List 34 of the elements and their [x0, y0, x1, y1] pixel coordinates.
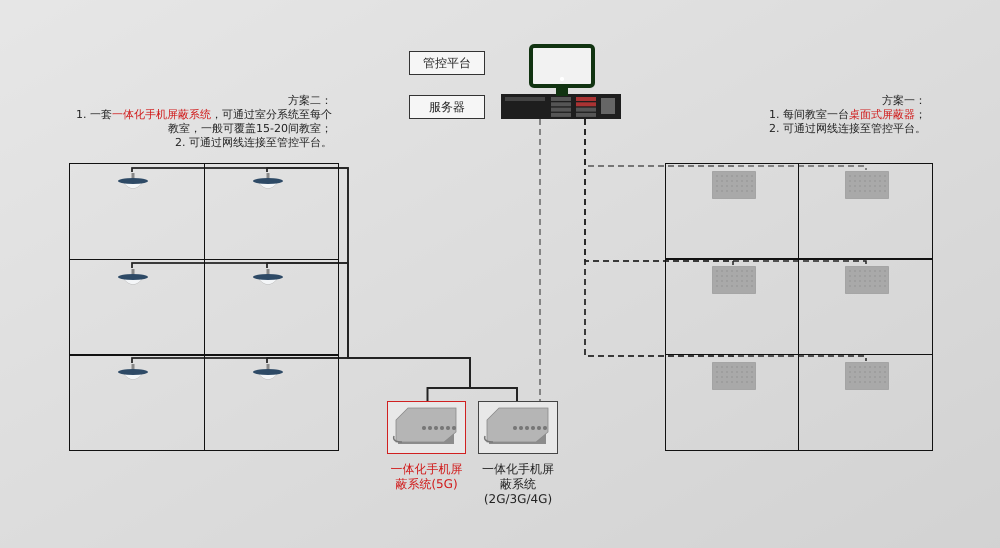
device-caption: 一体化手机屏蔽系统(2G/3G/4G): [481, 462, 555, 507]
desktop-jammer-drawing: [712, 171, 756, 199]
classroom-box: [69, 259, 205, 356]
device-caption: 一体化手机屏蔽系统(5G): [390, 462, 464, 492]
classroom-box: [798, 163, 933, 260]
classroom-box: [665, 354, 799, 451]
classroom-box: [204, 354, 339, 451]
cable-line: [266, 357, 518, 401]
plan-note: 1. 一套一体化手机屏蔽系统，可通过室分系统至每个教室，一般可覆盖15-20间教室；: [75, 108, 332, 136]
plan-heading: 方案二：: [287, 94, 332, 108]
label-box: 管控平台: [409, 51, 485, 75]
cable-line: [539, 119, 541, 401]
classroom-box: [204, 259, 339, 356]
classroom-box: [69, 354, 205, 451]
desktop-jammer-drawing: [845, 171, 889, 199]
classroom-box: [798, 258, 933, 355]
desktop-jammer-drawing: [845, 362, 889, 390]
classroom-box: [69, 163, 205, 260]
classroom-box: [204, 163, 339, 260]
label-box: 服务器: [409, 95, 485, 119]
classroom-box: [798, 354, 933, 451]
desktop-jammer-drawing: [712, 362, 756, 390]
desktop-jammer-drawing: [845, 266, 889, 294]
plan-note: 2. 可通过网线连接至管控平台。: [174, 136, 332, 150]
server-drawing: [501, 94, 621, 119]
plan-note: 1. 每间教室一台桌面式屏蔽器；: [768, 108, 926, 122]
classroom-box: [665, 258, 799, 355]
plan-note: 2. 可通过网线连接至管控平台。: [768, 122, 926, 136]
jammer-device: [478, 401, 558, 454]
classroom-box: [665, 163, 799, 260]
desktop-jammer-drawing: [712, 266, 756, 294]
jammer-device: [387, 401, 466, 454]
plan-heading: 方案一：: [881, 94, 926, 108]
cable-line: [584, 119, 867, 362]
